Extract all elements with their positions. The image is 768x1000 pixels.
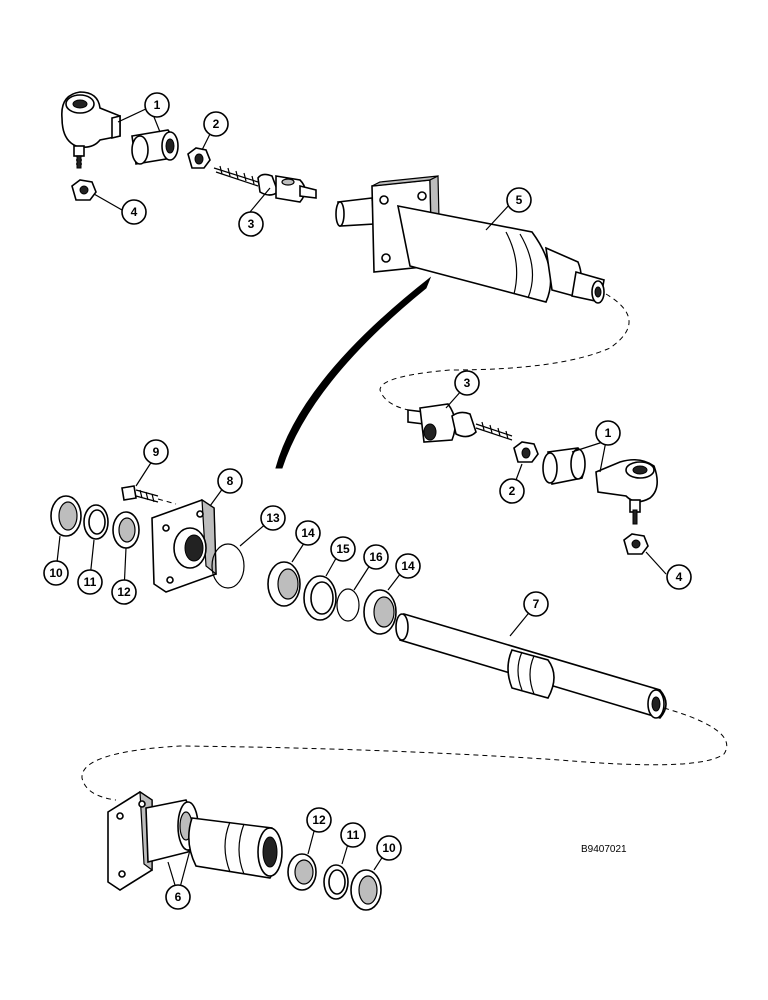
inner-tie-rod-lower: [407, 403, 513, 443]
svg-text:8: 8: [227, 474, 234, 488]
callout-3-lower: 3: [454, 370, 480, 396]
svg-text:16: 16: [369, 550, 383, 564]
svg-text:1: 1: [605, 426, 612, 440]
svg-text:1: 1: [154, 98, 161, 112]
callout-4-lower: 4: [666, 564, 692, 590]
svg-text:7: 7: [533, 597, 540, 611]
callouts: 1 2 3 4 5 3 1 2 4 9 8 10 11 12 13 14 15 …: [43, 92, 692, 910]
callout-12-left: 12: [111, 579, 137, 605]
svg-text:10: 10: [49, 566, 63, 580]
sleeve-upper: [131, 129, 179, 165]
o-ring-13: [211, 543, 245, 589]
callout-1-lower: 1: [595, 420, 621, 446]
callout-4-upper: 4: [121, 199, 147, 225]
seal-10-right: [350, 869, 382, 911]
callout-2-upper: 2: [203, 111, 229, 137]
callout-8: 8: [217, 468, 243, 494]
callout-2-lower: 2: [499, 478, 525, 504]
mount-6: [107, 790, 283, 891]
callout-11-left: 11: [77, 569, 103, 595]
ring-11-right: [323, 864, 349, 900]
bolt-9: [121, 485, 177, 505]
callout-10-left: 10: [43, 560, 69, 586]
svg-text:11: 11: [84, 575, 97, 589]
callout-1-upper: 1: [144, 92, 170, 118]
callout-9: 9: [143, 439, 169, 465]
svg-text:2: 2: [509, 484, 516, 498]
callout-11-right: 11: [340, 822, 366, 848]
ring-15: [303, 575, 337, 621]
callout-14-right: 14: [395, 553, 421, 579]
svg-text:4: 4: [131, 205, 138, 219]
callout-12-right: 12: [306, 807, 332, 833]
flow-arrow: [275, 276, 432, 469]
seal-10-left: [50, 495, 82, 537]
sleeve-lower: [542, 447, 586, 485]
svg-text:12: 12: [312, 813, 326, 827]
bushing-12-left: [112, 511, 140, 549]
piston-rod-7: [395, 612, 667, 719]
flange-8: [151, 498, 217, 593]
o-ring-16: [336, 588, 360, 622]
steering-cylinder-upper: [335, 175, 605, 304]
callout-10-right: 10: [376, 835, 402, 861]
svg-text:13: 13: [266, 511, 280, 525]
svg-text:2: 2: [213, 117, 220, 131]
bushing-12-right: [287, 853, 317, 891]
callout-13: 13: [260, 505, 286, 531]
svg-text:14: 14: [401, 559, 415, 573]
nut-2-upper: [187, 147, 211, 169]
callout-6: 6: [165, 884, 191, 910]
svg-text:3: 3: [464, 376, 471, 390]
svg-text:10: 10: [382, 841, 396, 855]
nut-2-lower: [513, 441, 539, 463]
leader-dashed-lower: [81, 707, 728, 801]
callout-15: 15: [330, 536, 356, 562]
svg-text:11: 11: [347, 828, 360, 842]
svg-text:12: 12: [117, 585, 131, 599]
svg-text:14: 14: [301, 526, 315, 540]
svg-text:6: 6: [175, 890, 182, 904]
tie-rod-end-lower: [595, 458, 658, 525]
svg-text:3: 3: [248, 217, 255, 231]
drawing-reference-number: B9407021: [581, 844, 627, 855]
callout-3-upper: 3: [238, 211, 264, 237]
svg-text:4: 4: [676, 570, 683, 584]
seal-14-left: [267, 561, 301, 607]
ring-11-left: [83, 504, 109, 540]
inner-tie-rod-upper: [213, 165, 317, 203]
tie-rod-end-upper: [61, 91, 121, 169]
leader-dashed-upper: [379, 293, 630, 413]
svg-text:15: 15: [336, 542, 350, 556]
svg-text:9: 9: [153, 445, 160, 459]
callout-7: 7: [523, 591, 549, 617]
svg-text:5: 5: [516, 193, 523, 207]
callout-16: 16: [363, 544, 389, 570]
nut-4-lower: [623, 533, 649, 555]
nut-4-upper: [71, 179, 97, 201]
callout-14-left: 14: [295, 520, 321, 546]
seal-14-right: [363, 589, 397, 635]
callout-5: 5: [506, 187, 532, 213]
